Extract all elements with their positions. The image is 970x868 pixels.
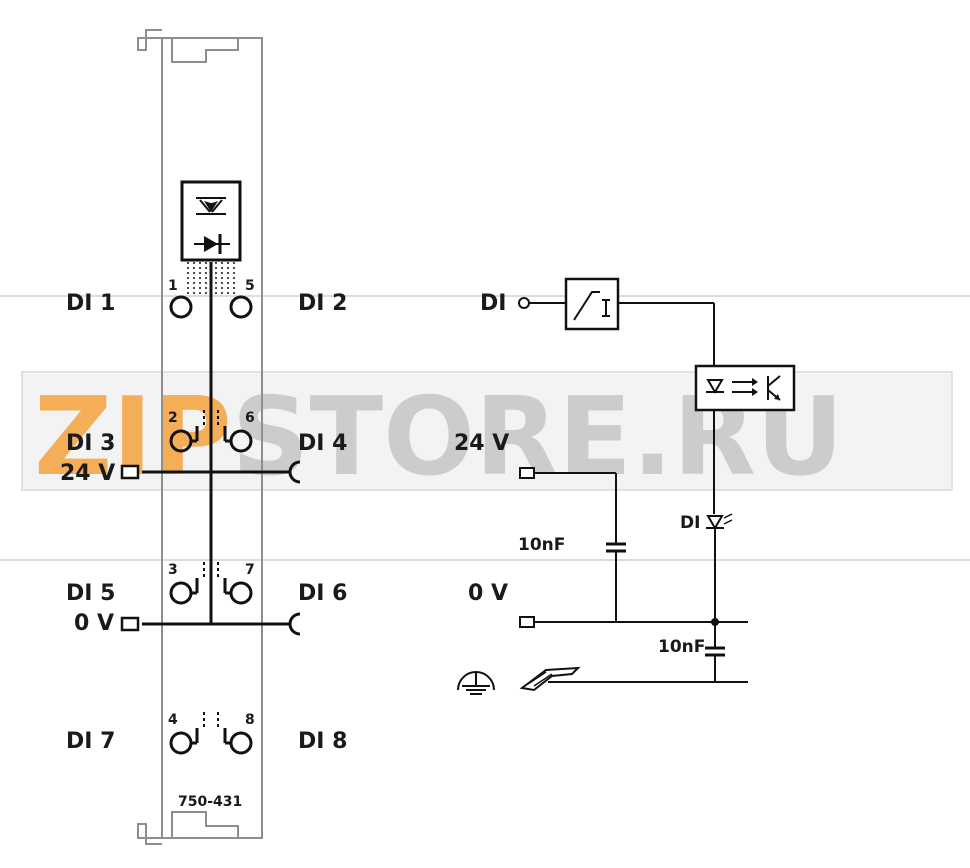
label-di8: DI 8: [298, 729, 347, 754]
schematic-label-24v: 24 V: [454, 431, 509, 456]
terminal-8: [217, 712, 253, 755]
connector-0v: [519, 616, 535, 628]
label-di5: DI 5: [66, 581, 115, 606]
terminal-2: [169, 410, 205, 453]
label-di2: DI 2: [298, 291, 347, 316]
terminal-4: [169, 712, 205, 755]
label-di4: DI 4: [298, 431, 347, 456]
optocoupler-icon: [196, 197, 226, 215]
jumper-0v: [288, 612, 301, 636]
label-di1: DI 1: [66, 291, 115, 316]
pin-number: 8: [245, 712, 255, 728]
led-icon: [706, 513, 733, 530]
pin-number: 5: [245, 278, 255, 294]
filter-block: [564, 277, 620, 331]
led-label: DI: [680, 513, 700, 533]
module-bus: [142, 262, 290, 626]
label-di7: DI 7: [66, 729, 115, 754]
status-display: [180, 180, 242, 294]
label-0v: 0 V: [74, 611, 114, 636]
watermark: ZIPSTORE.RU: [0, 295, 970, 561]
terminal-5: [229, 295, 253, 319]
label-di3: DI 3: [66, 431, 115, 456]
pin-number: 7: [245, 562, 255, 578]
terminal-3: [169, 562, 205, 605]
module-outline: [137, 29, 263, 845]
connector-0v: [120, 616, 140, 632]
optocoupler-icon: [706, 375, 781, 401]
diode-icon: [194, 234, 230, 254]
connector-24v: [519, 467, 535, 479]
terminal-7: [217, 562, 253, 605]
label-di6: DI 6: [298, 581, 347, 606]
pin-number: 6: [245, 410, 255, 426]
jumper-24v: [288, 460, 301, 484]
schematic-label-di: DI: [480, 291, 506, 316]
filter-icon: [573, 291, 610, 321]
input-schematic: DI 24 V 0 V 10nF 10nF DI: [454, 277, 796, 695]
capacitor-label: 10nF: [518, 535, 565, 555]
capacitor-label: 10nF: [658, 637, 705, 657]
schematic-label-0v: 0 V: [468, 581, 508, 606]
terminal-6: [217, 410, 253, 453]
ground-icon: [457, 671, 495, 695]
input-terminal: [518, 297, 530, 309]
pin-number: 2: [168, 410, 178, 426]
pin-number: 3: [168, 562, 178, 578]
part-number: 750-431: [178, 794, 242, 810]
terminal-1: [169, 295, 193, 319]
pin-number: 1: [168, 278, 178, 294]
optocoupler-block: [694, 364, 796, 412]
connector-24v: [120, 464, 140, 480]
pin-number: 4: [168, 712, 178, 728]
capacitor-icon: [705, 646, 725, 657]
capacitor-icon: [606, 542, 626, 553]
label-24v: 24 V: [60, 461, 115, 486]
din-rail-icon: [519, 666, 581, 692]
